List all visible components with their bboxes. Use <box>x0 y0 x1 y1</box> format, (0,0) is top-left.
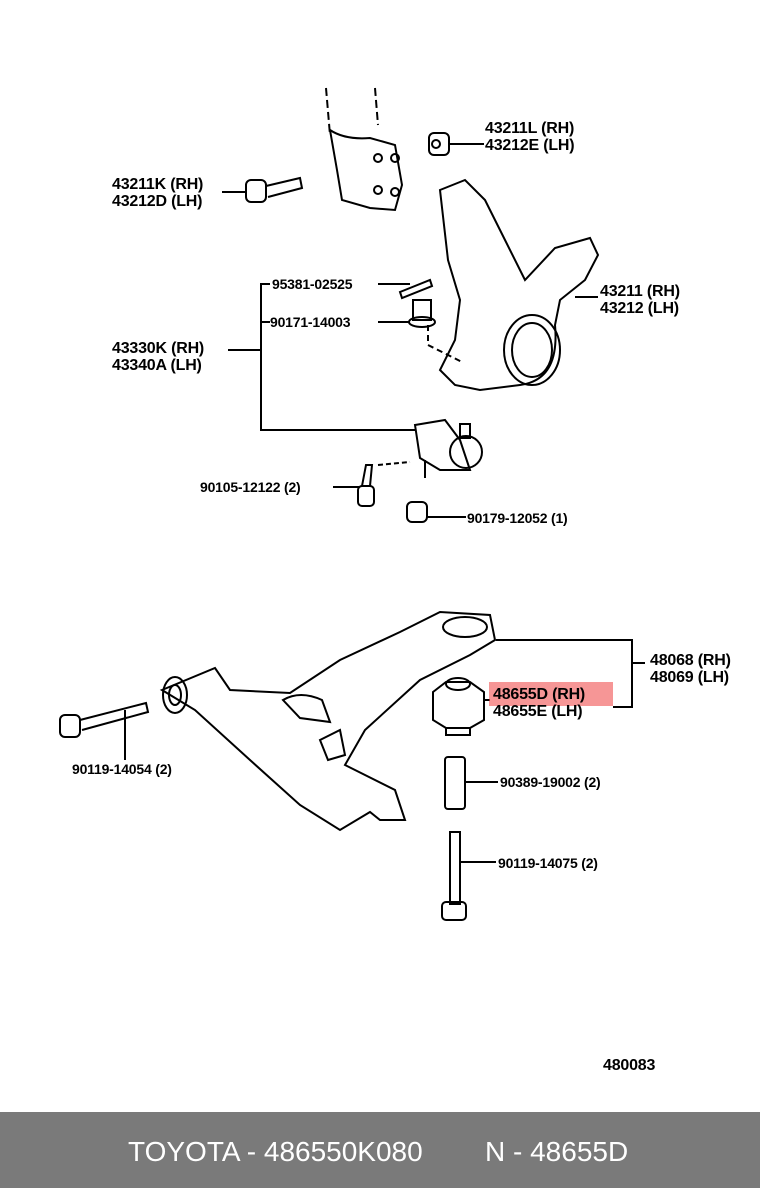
part-label[interactable]: 90171-14003 <box>270 314 351 330</box>
part-label[interactable]: 48068 (RH)48069 (LH) <box>650 652 731 686</box>
part-label[interactable]: 90119-14075 (2) <box>498 855 598 871</box>
part-label[interactable]: 43211L (RH)43212E (LH) <box>485 120 575 154</box>
bushing-drawing <box>432 677 490 736</box>
bolt-drawing <box>222 176 304 203</box>
knuckle-drawing <box>427 178 600 392</box>
collar-drawing <box>444 756 498 810</box>
part-label[interactable]: 90119-14054 (2) <box>72 761 172 777</box>
strut-drawing <box>325 87 404 212</box>
part-label[interactable]: 43211K (RH)43212D (LH) <box>112 176 204 210</box>
brand-part-number: TOYOTA - 486550K080 <box>128 1136 423 1167</box>
rear-bolt-drawing <box>441 831 496 921</box>
exploded-parts-diagram <box>59 87 645 921</box>
highlight-box <box>489 682 613 706</box>
oem-reference: N - 48655D <box>485 1136 629 1167</box>
part-label-highlighted[interactable]: 48655D (RH)48655E (LH) <box>493 686 586 720</box>
ball-joint-drawing <box>377 418 483 478</box>
figure-number: 480083 <box>603 1057 656 1074</box>
cotter-pin-drawing <box>378 278 434 300</box>
part-label[interactable]: 90105-12122 (2) <box>200 479 301 495</box>
nut-drawing <box>428 132 484 156</box>
part-label[interactable]: 43211 (RH)43212 (LH) <box>600 283 680 317</box>
part-label[interactable]: 95381-02525 <box>272 276 353 292</box>
footer-bar: TOYOTA - 486550K080 N - 48655D <box>0 1112 760 1188</box>
ball-joint-bolt-drawing <box>333 464 375 507</box>
castle-nut-drawing <box>378 299 436 328</box>
part-label[interactable]: 90179-12052 (1) <box>467 510 568 526</box>
lower-arm-drawing <box>159 610 645 832</box>
part-label[interactable]: 90389-19002 (2) <box>500 774 601 790</box>
part-label[interactable]: 43330K (RH)43340A (LH) <box>112 340 205 374</box>
leader-bracket <box>228 283 415 431</box>
ball-joint-nut-drawing <box>406 501 466 523</box>
front-bolt-drawing <box>59 701 150 760</box>
